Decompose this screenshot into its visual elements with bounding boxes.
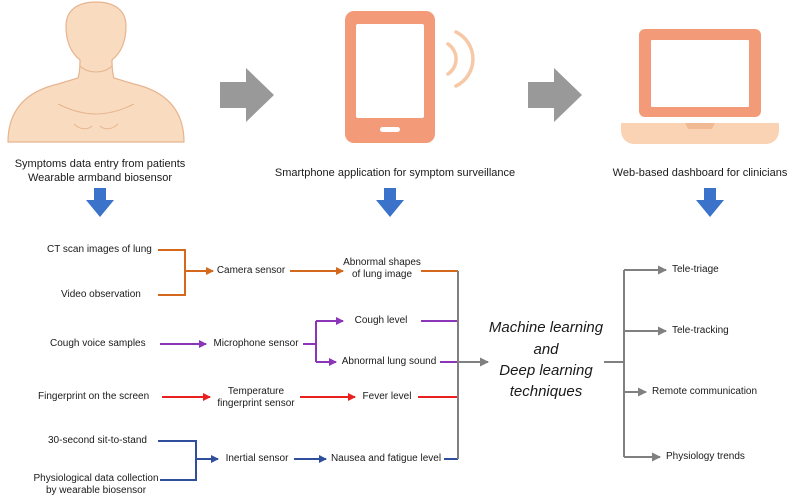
feature-nausea-fatigue: Nausea and fatigue level [330, 453, 442, 464]
output-physiology-trends: Physiology trends [666, 451, 745, 462]
sensor-microphone: Microphone sensor [213, 338, 299, 349]
ml-title-line4: techniques [509, 383, 583, 400]
input-physiological-line2: by wearable biosensor [45, 485, 147, 496]
input-physiological-line1: Physiological data collection [33, 473, 159, 484]
human-torso-icon [7, 1, 185, 143]
stage-caption-patient-line2: Wearable armband biosensor [27, 172, 173, 184]
output-tele-tracking: Tele-tracking [672, 325, 729, 336]
input-sit-to-stand: 30-second sit-to-stand [48, 435, 147, 446]
output-remote-communication: Remote communication [652, 386, 758, 397]
sensor-temperature-line1: Temperature [227, 386, 285, 397]
inertial-branch-lines [158, 440, 458, 481]
stage-caption-dashboard: Web-based dashboard for clinicians [612, 167, 788, 179]
feature-cough-level: Cough level [354, 315, 408, 326]
sensor-camera: Camera sensor [216, 265, 286, 276]
feature-abnormal-lung-sound: Abnormal lung sound [341, 356, 437, 367]
stage-arrow-2 [528, 68, 582, 122]
ml-title-line2: and [533, 341, 559, 358]
ml-title-line1: Machine learning [488, 319, 604, 336]
smartphone-icon [345, 11, 475, 143]
ml-connector-lines [457, 265, 667, 462]
sensor-inertial: Inertial sensor [225, 453, 289, 464]
camera-branch-lines [158, 249, 458, 296]
microphone-branch-lines [160, 317, 458, 366]
input-video-observation: Video observation [61, 289, 141, 300]
output-tele-triage: Tele-triage [672, 264, 719, 275]
blue-down-arrow-1 [86, 188, 114, 217]
feature-abnormal-shapes-line1: Abnormal shapes [343, 257, 421, 268]
input-fingerprint: Fingerprint on the screen [38, 391, 150, 402]
stage-caption-patient-line1: Symptoms data entry from patients [14, 158, 186, 170]
laptop-icon [621, 29, 779, 144]
blue-down-arrow-2 [376, 188, 404, 217]
blue-down-arrow-3 [696, 188, 724, 217]
stage-arrow-1 [220, 68, 274, 122]
input-ct-scan: CT scan images of lung [47, 244, 152, 255]
input-cough-samples: Cough voice samples [50, 338, 146, 349]
ml-title-line3: Deep learning [499, 362, 593, 379]
feature-fever-level: Fever level [362, 391, 412, 402]
stage-caption-smartphone: Smartphone application for symptom surve… [274, 167, 516, 179]
sensor-temperature-line2: fingerprint sensor [217, 398, 295, 409]
feature-abnormal-shapes-line2: of lung image [351, 269, 413, 280]
